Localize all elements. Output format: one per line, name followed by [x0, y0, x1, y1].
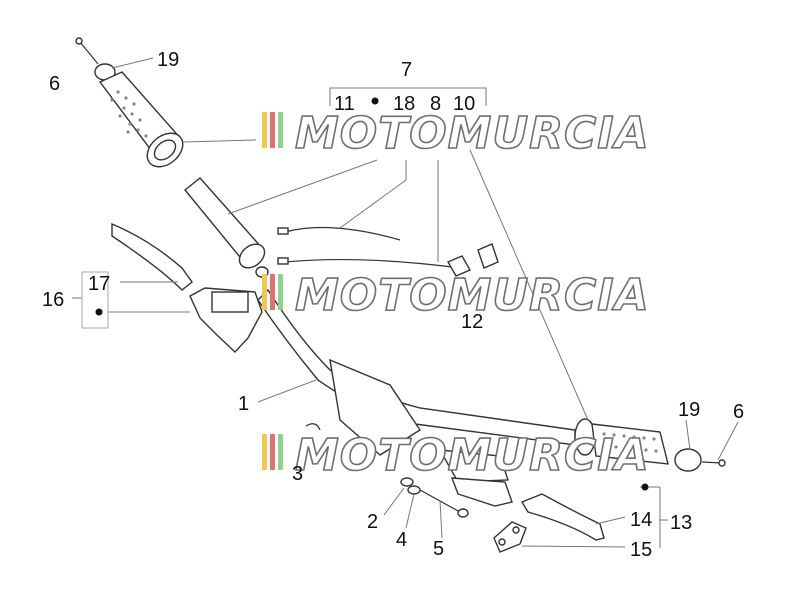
label-3: 3 — [292, 463, 303, 485]
callout-dot-16 — [95, 308, 103, 316]
label-19-top: 19 — [157, 49, 179, 71]
part-bracket — [493, 521, 527, 553]
part-right-grip — [574, 418, 669, 465]
label-7: 7 — [401, 59, 412, 81]
label-6-right: 6 — [733, 401, 744, 423]
callout-dot-13 — [641, 483, 649, 491]
part-left-master-cylinder — [189, 287, 263, 353]
part-right-master-cylinder — [450, 477, 513, 507]
leader-lines — [72, 57, 739, 548]
label-5: 5 — [433, 538, 444, 560]
part-screw-right — [701, 459, 726, 467]
watermark-text-top: MOTOMURCIA — [295, 108, 650, 159]
callout-dot-7 — [371, 97, 379, 105]
callout-box-16-17 — [81, 271, 109, 329]
watermark-middle: MOTOMURCIA — [262, 269, 650, 322]
label-14: 14 — [630, 509, 652, 531]
watermark-text-bottom: MOTOMURCIA — [295, 430, 650, 481]
part-end-cap-right — [674, 448, 702, 472]
label-8: 8 — [430, 93, 441, 115]
label-17: 17 — [88, 273, 110, 295]
watermark-text-middle: MOTOMURCIA — [295, 270, 650, 321]
label-2: 2 — [367, 511, 378, 533]
part-left-lever — [111, 222, 193, 291]
part-small-clip-3 — [305, 423, 321, 431]
part-right-lever — [520, 493, 605, 541]
part-left-grip — [98, 71, 184, 168]
label-10: 10 — [453, 93, 475, 115]
label-18: 18 — [393, 93, 415, 115]
part-cables — [277, 226, 461, 269]
part-screw-top-left — [75, 37, 99, 65]
label-13: 13 — [670, 512, 692, 534]
label-6-top: 6 — [49, 73, 60, 95]
part-handlebar — [257, 288, 576, 483]
watermark-top: MOTOMURCIA — [262, 107, 650, 160]
label-11: 11 — [334, 93, 355, 115]
label-4: 4 — [396, 529, 407, 551]
label-12: 12 — [461, 311, 483, 333]
part-throttle-tube — [184, 177, 269, 278]
label-16: 16 — [42, 289, 64, 311]
label-19-right: 19 — [678, 399, 700, 421]
label-1: 1 — [238, 393, 249, 415]
part-number-labels: 6 19 7 11 18 8 10 17 16 12 1 3 19 6 2 4 … — [42, 49, 744, 561]
part-cable-clips — [447, 243, 499, 277]
label-15: 15 — [630, 539, 652, 561]
watermark-bottom: MOTOMURCIA — [262, 429, 650, 482]
